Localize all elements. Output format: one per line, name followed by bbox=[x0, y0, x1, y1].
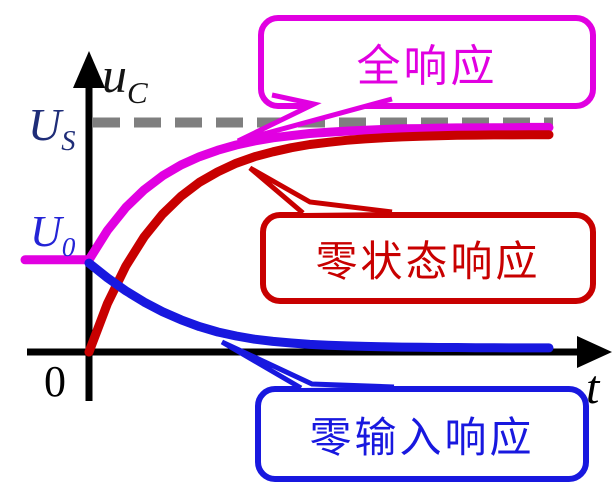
callout-zero-input-response: 零输入响应 bbox=[255, 386, 589, 482]
curve-zero-input-response bbox=[84, 258, 554, 353]
x-axis-label: t bbox=[586, 361, 600, 414]
callout-zero-state-response: 零状态响应 bbox=[260, 212, 596, 304]
callout-zero-input-response-label: 零输入响应 bbox=[309, 412, 535, 462]
u0-level-label: U0 bbox=[30, 210, 75, 261]
y-axis-arrowhead-icon bbox=[73, 51, 105, 88]
callout-zero-input-response-tail bbox=[220, 339, 395, 391]
us-level-label-base: U bbox=[28, 99, 62, 150]
y-axis-label-base: u bbox=[102, 47, 127, 103]
callout-complete-response-tail bbox=[236, 92, 393, 144]
u0-level-label-base: U bbox=[30, 207, 62, 256]
callout-complete-response: 全响应 bbox=[258, 15, 596, 109]
curve-complete-response bbox=[20, 122, 554, 265]
x-axis-arrowhead-icon bbox=[577, 336, 612, 368]
u0-level-label-subscript: 0 bbox=[61, 231, 76, 262]
callout-zero-state-response-tail bbox=[248, 165, 393, 215]
us-level-label: US bbox=[28, 102, 76, 157]
origin-label: 0 bbox=[44, 357, 66, 406]
callout-zero-state-response-label: 零状态响应 bbox=[315, 236, 541, 286]
y-axis-label-subscript: C bbox=[127, 75, 148, 110]
us-level-label-subscript: S bbox=[61, 126, 76, 158]
callout-complete-response-label: 全响应 bbox=[356, 41, 498, 92]
curve-zero-state-response bbox=[84, 130, 554, 357]
y-axis-label: uC bbox=[102, 50, 148, 108]
